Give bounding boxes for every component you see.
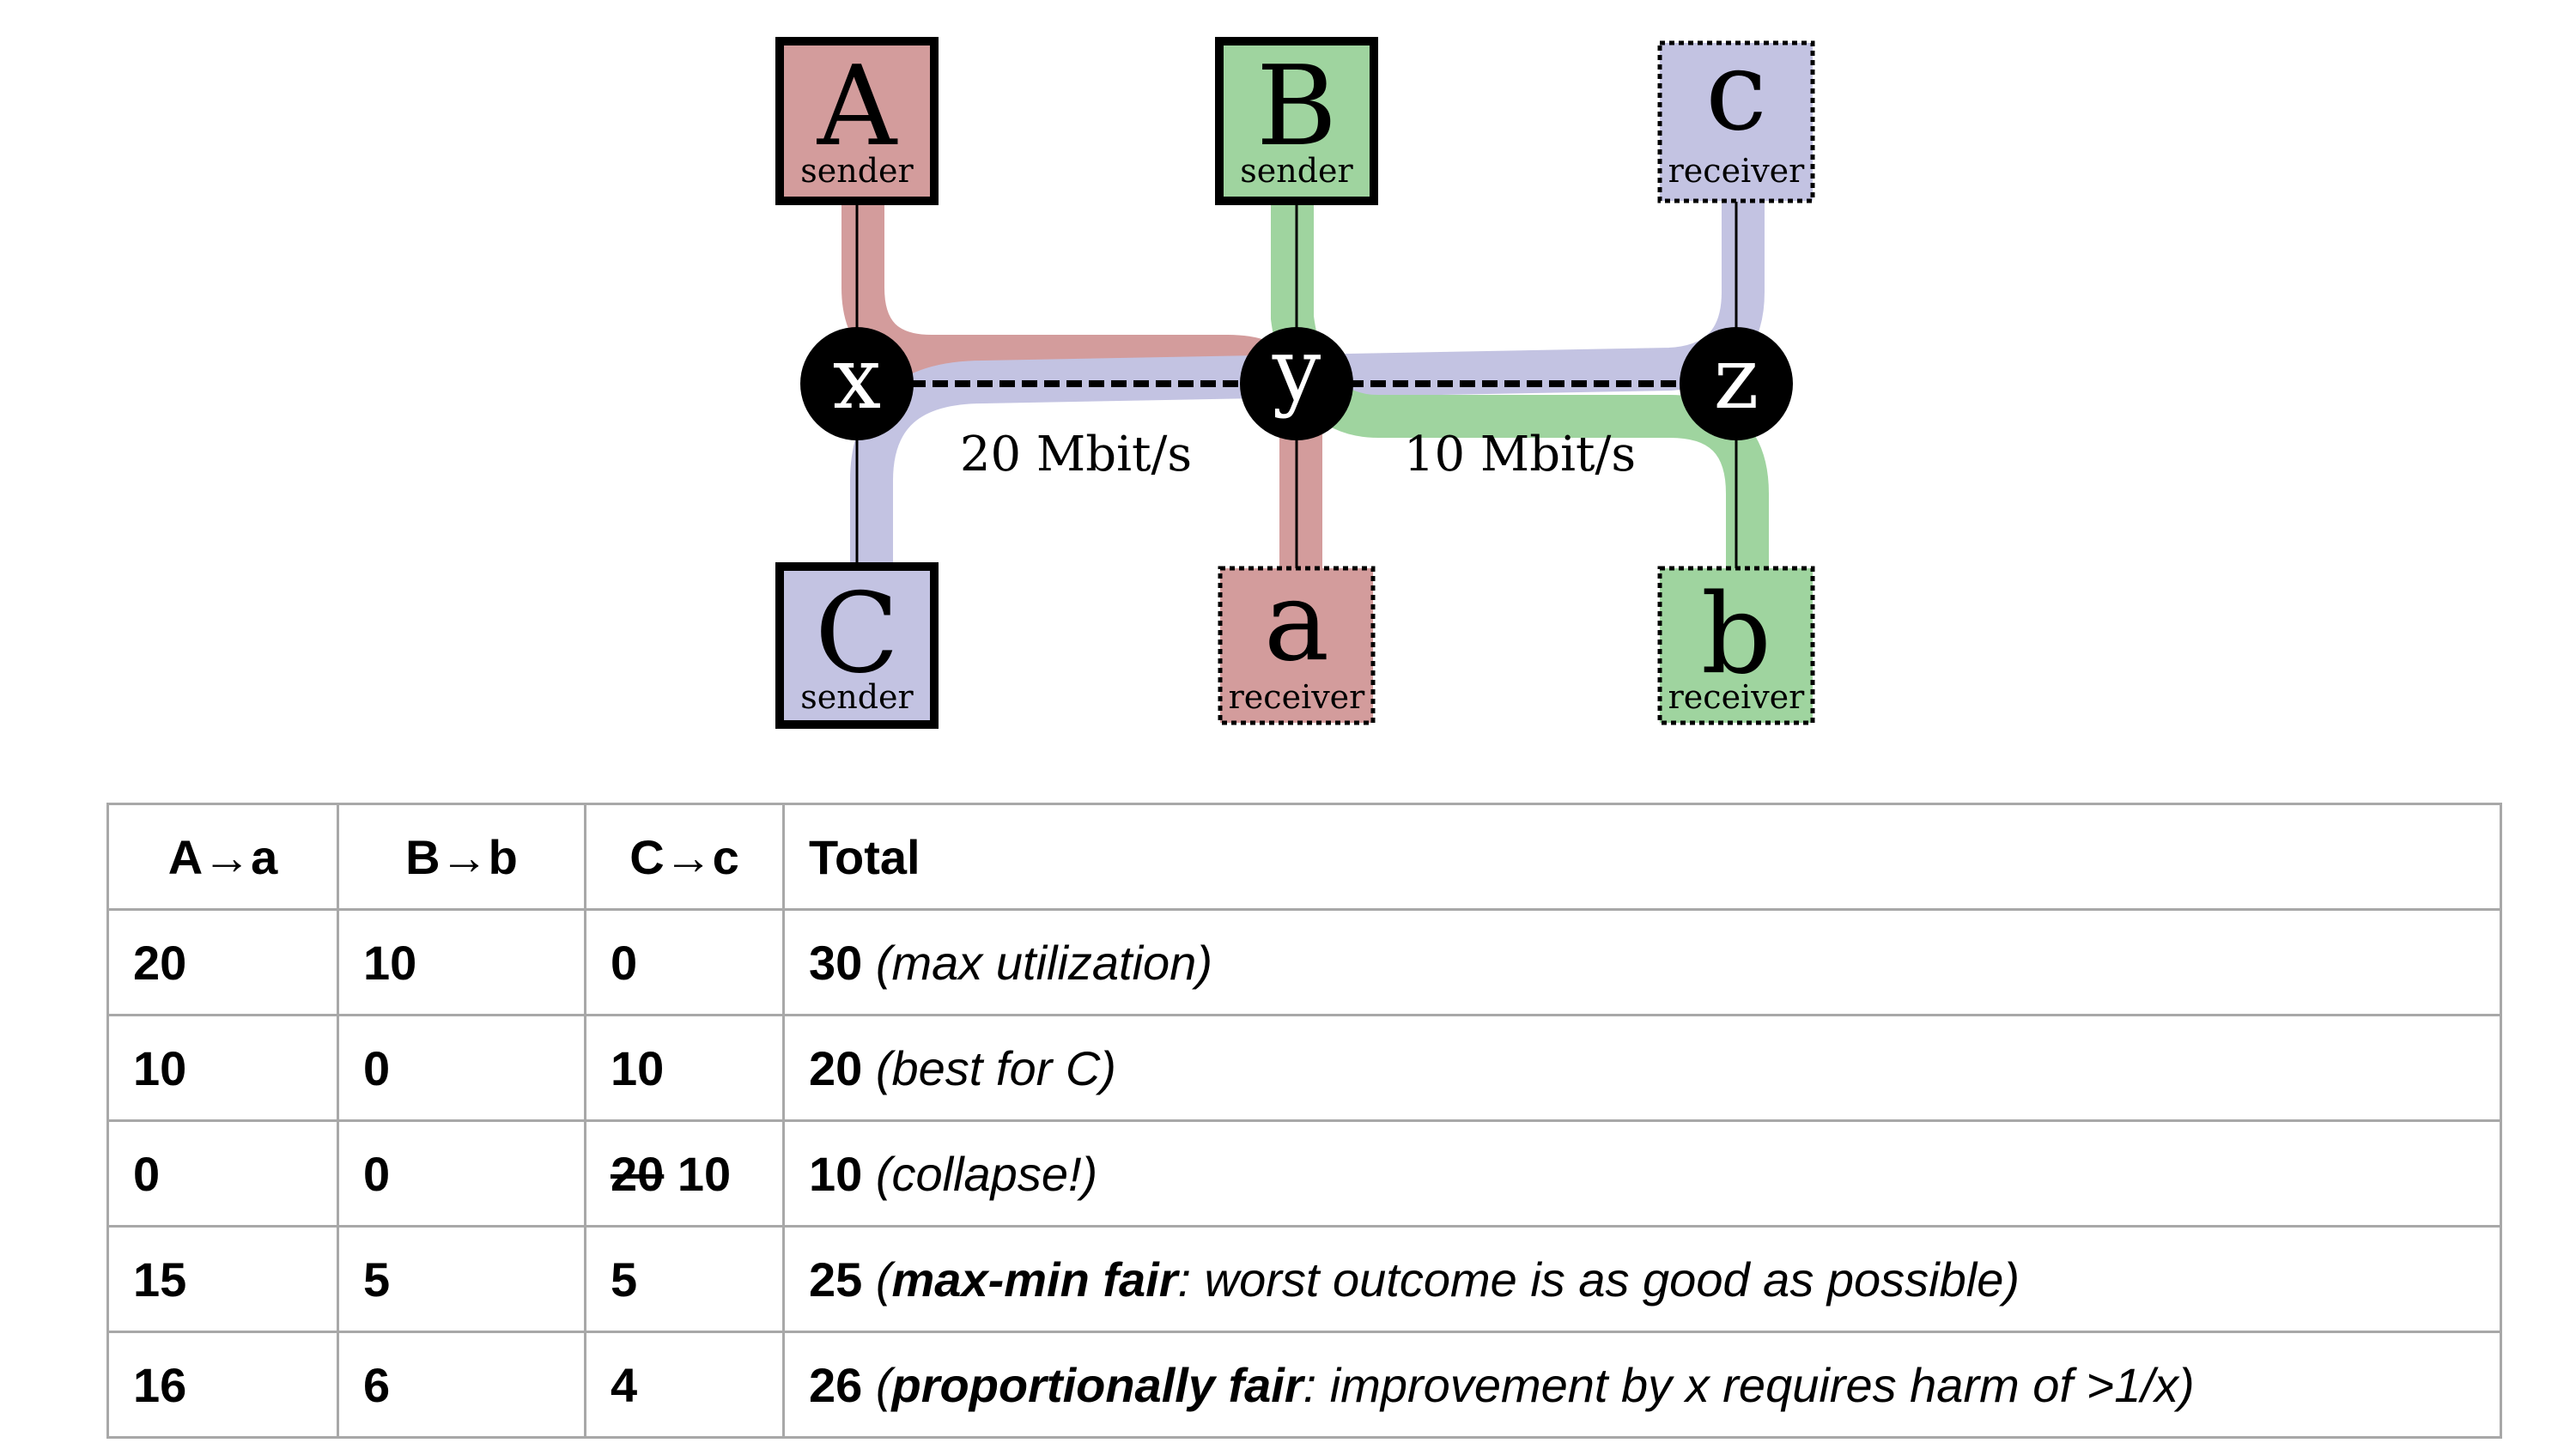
total-note: (best for C) <box>875 1040 1116 1095</box>
cell-c: 0 <box>584 908 785 1016</box>
cell-total: 26 (proportionally fair: improvement by … <box>782 1331 2502 1439</box>
table-row: 16 6 4 26 (proportionally fair: improvem… <box>106 1331 2502 1439</box>
allocation-table: A→a B→b C→c Total 20 10 0 30 (max utiliz… <box>106 803 2502 1439</box>
header-a-flow: A→a <box>106 803 339 911</box>
cell-total: 20 (best for C) <box>782 1014 2502 1122</box>
cell-c-struck-value: 20 <box>611 1146 665 1201</box>
cell-b: 0 <box>337 1119 586 1228</box>
table-row: 10 0 10 20 (best for C) <box>106 1014 2502 1122</box>
node-b-letter: b <box>1701 571 1771 699</box>
node-a-role: receiver <box>1229 678 1366 716</box>
node-c-role: receiver <box>1668 152 1806 190</box>
router-y-label: y <box>1272 319 1321 420</box>
cell-c-value: 5 <box>611 1252 638 1307</box>
cell-a: 10 <box>106 1014 339 1122</box>
cell-a: 15 <box>106 1225 339 1333</box>
router-z: z <box>1680 327 1793 440</box>
table-row: 20 10 0 30 (max utilization) <box>106 908 2502 1016</box>
cell-total: 10 (collapse!) <box>782 1119 2502 1228</box>
node-B-role: sender <box>1240 152 1353 190</box>
total-note-emphasis: max-min fair <box>891 1252 1178 1307</box>
total-note-open: ( <box>875 1252 892 1307</box>
table-row: 0 0 20 10 10 (collapse!) <box>106 1119 2502 1228</box>
table-row: 15 5 5 25 (max-min fair: worst outcome i… <box>106 1225 2502 1333</box>
cell-c: 5 <box>584 1225 785 1333</box>
cell-total: 25 (max-min fair: worst outcome is as go… <box>782 1225 2502 1333</box>
header-total: Total <box>782 803 2502 911</box>
header-b-flow: B→b <box>337 803 586 911</box>
node-C-letter: C <box>815 570 899 698</box>
cell-c: 20 10 <box>584 1119 785 1228</box>
cell-c-value: 0 <box>611 935 638 990</box>
cell-a: 16 <box>106 1331 339 1439</box>
total-note-rest: : improvement by x requires harm of >1/x… <box>1303 1357 2195 1412</box>
node-B-letter: B <box>1256 43 1337 171</box>
allocation-table-container: A→a B→b C→c Total 20 10 0 30 (max utiliz… <box>106 803 2502 1439</box>
cell-c-value: 10 <box>611 1040 665 1095</box>
total-note-rest: : worst outcome is as good as possible) <box>1177 1252 2020 1307</box>
total-value: 26 <box>809 1357 863 1412</box>
total-note-open: ( <box>875 1357 892 1412</box>
table-header-row: A→a B→b C→c Total <box>106 803 2502 911</box>
cell-b: 10 <box>337 908 586 1016</box>
total-value: 20 <box>809 1040 863 1095</box>
node-b-receiver: b receiver <box>1657 566 1815 725</box>
router-x: x <box>800 327 914 440</box>
node-A-sender: A sender <box>775 37 939 205</box>
cell-b: 5 <box>337 1225 586 1333</box>
link-y-z-capacity: 10 Mbit/s <box>1404 427 1636 482</box>
node-A-role: sender <box>800 152 914 190</box>
cell-b: 6 <box>337 1331 586 1439</box>
total-value: 10 <box>809 1146 863 1201</box>
cell-c: 4 <box>584 1331 785 1439</box>
link-x-y-capacity: 20 Mbit/s <box>960 427 1192 482</box>
node-a-letter: a <box>1264 558 1329 686</box>
cell-total: 30 (max utilization) <box>782 908 2502 1016</box>
node-b-role: receiver <box>1668 678 1806 716</box>
cell-a: 20 <box>106 908 339 1016</box>
node-a-receiver: a receiver <box>1218 558 1376 725</box>
cell-c-value: 4 <box>611 1357 638 1412</box>
node-c-letter: c <box>1705 27 1767 155</box>
node-C-sender: C sender <box>775 562 939 729</box>
network-diagram: 20 Mbit/s 10 Mbit/s x y z A sender B sen… <box>775 27 1815 729</box>
node-C-role: sender <box>800 678 914 716</box>
total-value: 30 <box>809 935 863 990</box>
node-c-receiver: c receiver <box>1657 27 1815 203</box>
router-z-label: z <box>1714 328 1759 428</box>
router-x-label: x <box>833 328 881 428</box>
cell-a: 0 <box>106 1119 339 1228</box>
router-y: y <box>1240 319 1353 440</box>
total-note: (max utilization) <box>875 935 1212 990</box>
node-A-letter: A <box>817 43 898 171</box>
header-c-flow: C→c <box>584 803 785 911</box>
total-note: (collapse!) <box>875 1146 1098 1201</box>
node-B-sender: B sender <box>1215 37 1378 205</box>
cell-c: 10 <box>584 1014 785 1122</box>
cell-c-value: 10 <box>677 1146 732 1201</box>
total-note-emphasis: proportionally fair <box>891 1357 1303 1412</box>
cell-b: 0 <box>337 1014 586 1122</box>
total-value: 25 <box>809 1252 863 1307</box>
